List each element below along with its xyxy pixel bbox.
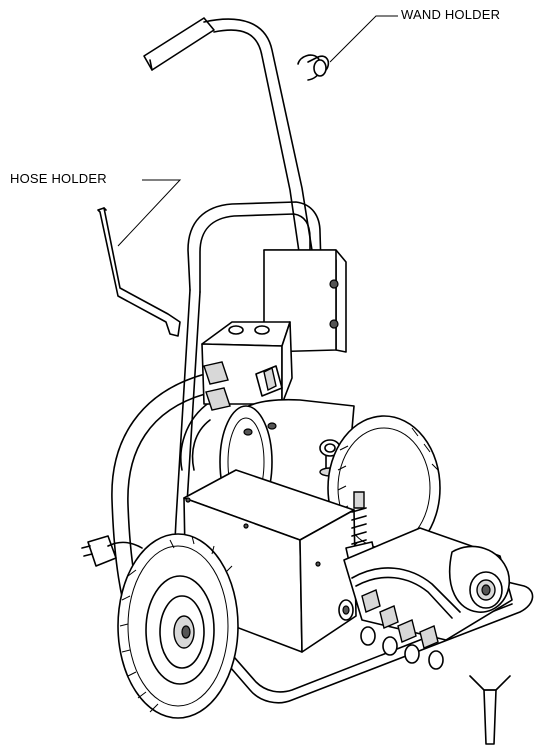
wand-holder-label: WAND HOLDER <box>401 7 501 22</box>
pump-assembly <box>338 491 513 670</box>
hose-holder <box>97 207 181 337</box>
front-wheel <box>117 533 239 719</box>
wand-holder-leader <box>329 15 398 63</box>
hose-holder-leader <box>117 179 182 247</box>
wand-holder <box>297 54 330 81</box>
electric-plug <box>81 535 143 567</box>
switch-box <box>201 321 293 411</box>
hose-holder-label: HOSE HOLDER <box>10 171 107 186</box>
